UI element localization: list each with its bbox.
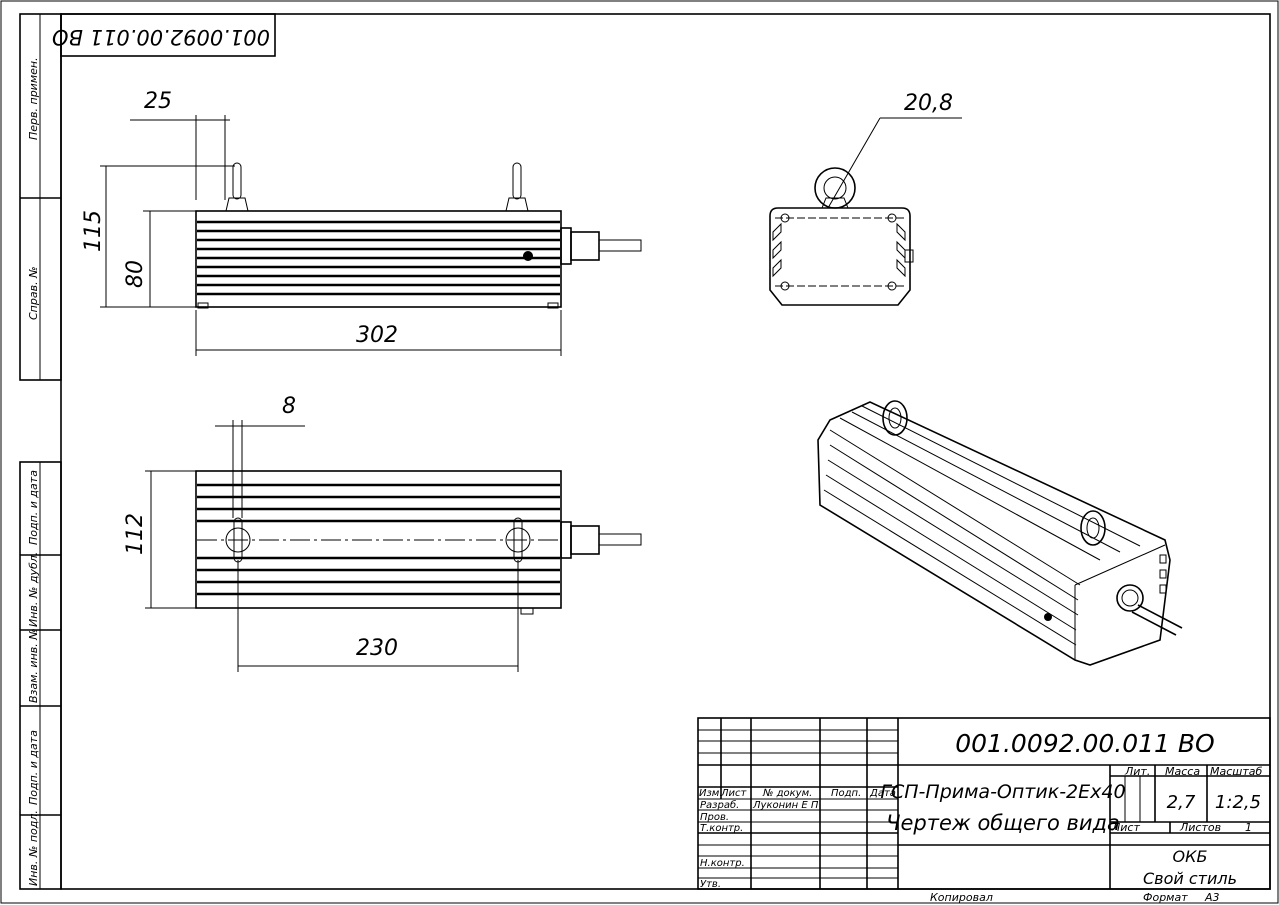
copied-label: Копировал — [930, 891, 993, 904]
org-line1: ОКБ — [1173, 847, 1208, 866]
header-doc: № докум. — [762, 788, 812, 799]
role-razrab: Разраб. — [700, 799, 739, 811]
strip-inv-podl: Инв. № подл. — [27, 810, 40, 886]
role-utv: Утв. — [700, 879, 721, 890]
drawing-type: Чертеж общего вида — [886, 811, 1120, 835]
stamp-code: 001.0092.00.011 ВО — [52, 25, 270, 49]
side-view: 25 115 80 302 — [81, 89, 642, 356]
scale-label: Масштаб — [1210, 765, 1262, 778]
dim-8: 8 — [282, 394, 296, 419]
strip-podp-data-1: Подп. и дата — [27, 470, 40, 545]
title-block: 001.0092.00.011 ВО ГСП-Прима-Оптик-2Ex40… — [697, 717, 1271, 904]
dim-25: 25 — [144, 89, 172, 114]
side-strip: Перв. примен. Справ. № Подп. и дата Инв.… — [19, 13, 62, 890]
eyebolt-left — [232, 162, 242, 200]
dim-230: 230 — [356, 636, 398, 661]
isometric-view — [817, 400, 1183, 666]
format-value: А3 — [1204, 891, 1220, 904]
header-izm: Изм. — [699, 788, 723, 799]
role-tkontr: Т.контр. — [700, 823, 743, 834]
scale-value: 1:2,5 — [1215, 792, 1261, 813]
end-view: 20,8 — [769, 91, 962, 306]
strip-perv-primen: Перв. примен. — [27, 57, 40, 140]
dim-115: 115 — [81, 210, 106, 252]
document-code: 001.0092.00.011 ВО — [955, 729, 1215, 758]
role-prov: Пров. — [700, 812, 729, 823]
bottom-view: 8 112 230 — [123, 394, 642, 672]
strip-inv-dubl: Инв. № дубл. — [27, 552, 40, 627]
developer-name: Луконин Е П — [752, 800, 819, 811]
strip-vzam-inv: Взам. инв. № — [27, 628, 40, 703]
sheets-label: Листов — [1179, 821, 1221, 834]
sheet-label: Лист — [1111, 821, 1140, 834]
header-data: Дата — [869, 788, 896, 799]
dim-80: 80 — [123, 260, 148, 288]
mass-label: Масса — [1165, 765, 1200, 778]
dim-20-8: 20,8 — [904, 91, 953, 116]
format-label: Формат — [1143, 891, 1188, 904]
gland — [560, 227, 572, 265]
drawing-frame — [60, 13, 1271, 890]
dim-302: 302 — [356, 323, 398, 348]
cable — [598, 239, 642, 252]
header-list: Лист — [720, 788, 748, 799]
strip-sprav: Справ. № — [27, 266, 40, 320]
header-podp: Подп. — [831, 788, 861, 799]
rotated-stamp: 001.0092.00.011 ВО — [52, 13, 276, 57]
sheets-value: 1 — [1245, 821, 1252, 834]
strip-podp-data-2: Подп. и дата — [27, 730, 40, 805]
lit-label: Лит. — [1124, 765, 1150, 778]
eyebolt-right — [512, 162, 522, 200]
dim-112: 112 — [123, 513, 148, 555]
mass-value: 2,7 — [1167, 792, 1196, 813]
role-nkontr: Н.контр. — [700, 858, 745, 869]
org-line2: Свой стиль — [1143, 869, 1237, 888]
product-name: ГСП-Прима-Оптик-2Ex40 — [880, 781, 1125, 803]
